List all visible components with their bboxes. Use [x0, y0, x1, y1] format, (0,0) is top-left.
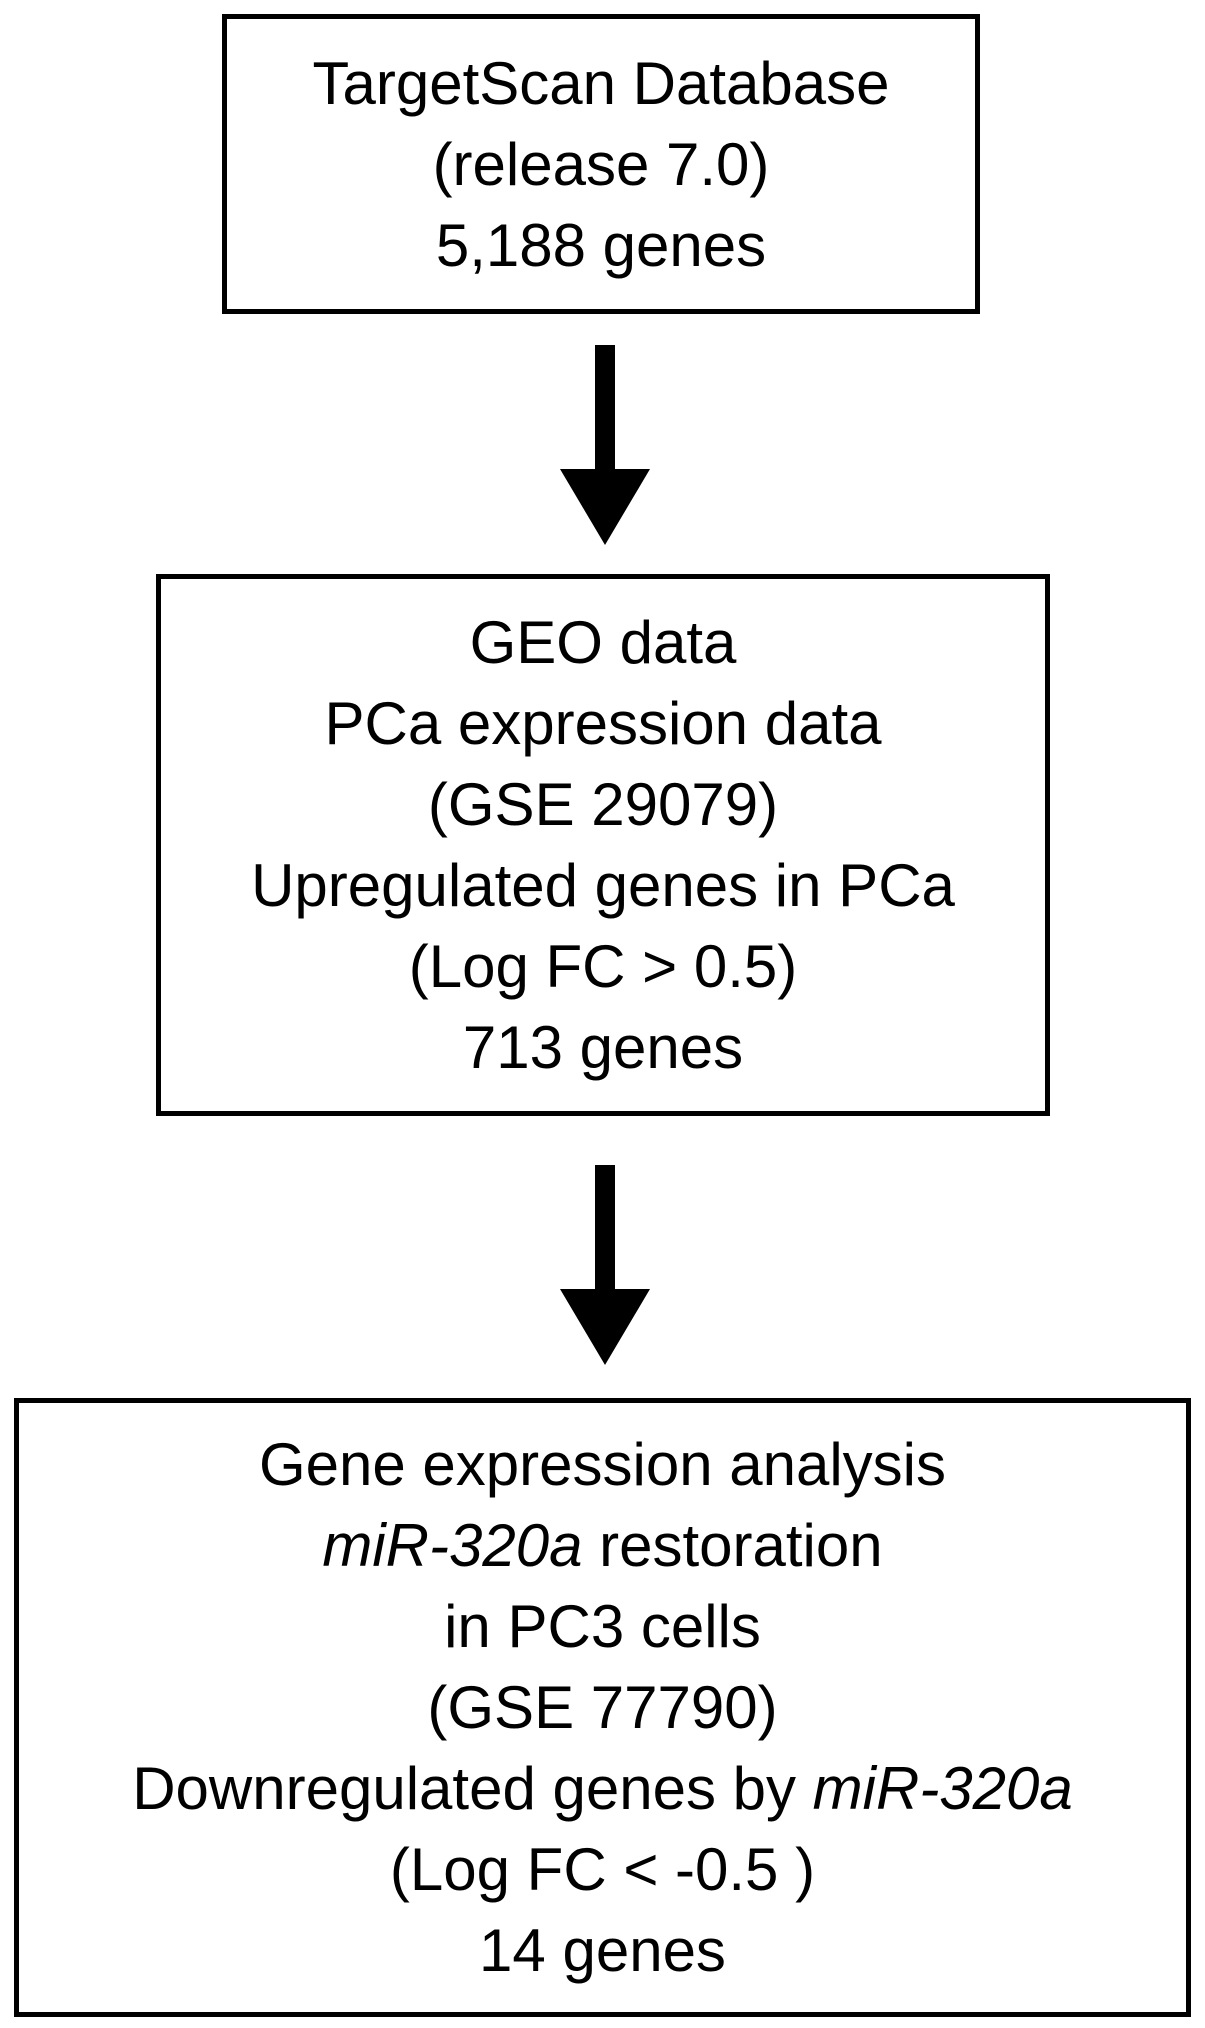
box-3-line-1: Gene expression analysis	[258, 1431, 947, 1498]
box-2-line-5: (Log FC > 0.5)	[408, 933, 798, 1000]
mirna-name: miR-320a	[812, 1755, 1073, 1822]
box-3-line-7: 14 genes	[479, 1917, 726, 1984]
box-3-line-6: (Log FC < -0.5 )	[389, 1836, 816, 1903]
box-geo-data: GEO data PCa expression data (GSE 29079)…	[156, 574, 1050, 1116]
box-gene-expression-analysis: Gene expression analysis miR-320a restor…	[14, 1398, 1191, 2017]
box-2-line-4: Upregulated genes in PCa	[251, 852, 955, 919]
box-1-line-2: (release 7.0)	[432, 130, 770, 198]
box-3-line-5: Downregulated genes by miR-320a	[132, 1748, 1073, 1829]
box-3-line-2-rest: restoration	[582, 1512, 883, 1579]
box-1-line-1: TargetScan Database	[312, 49, 890, 117]
box-2-line-2: PCa expression data	[324, 690, 882, 757]
mirna-name: miR-320a	[322, 1512, 583, 1579]
down-arrow-icon	[560, 1165, 650, 1365]
box-1-line-3: 5,188 genes	[435, 211, 767, 279]
box-2-line-1: GEO data	[469, 609, 737, 676]
box-3-line-2: miR-320a restoration	[322, 1505, 882, 1586]
box-2-line-3: (GSE 29079)	[427, 771, 779, 838]
box-3-line-4: (GSE 77790)	[427, 1674, 778, 1741]
box-3-line-5-pre: Downregulated genes by	[132, 1755, 813, 1822]
box-2-line-6: 713 genes	[462, 1014, 744, 1081]
down-arrow-icon	[560, 345, 650, 545]
box-3-line-3: in PC3 cells	[444, 1593, 761, 1660]
box-targetscan-database: TargetScan Database (release 7.0) 5,188 …	[222, 14, 980, 314]
